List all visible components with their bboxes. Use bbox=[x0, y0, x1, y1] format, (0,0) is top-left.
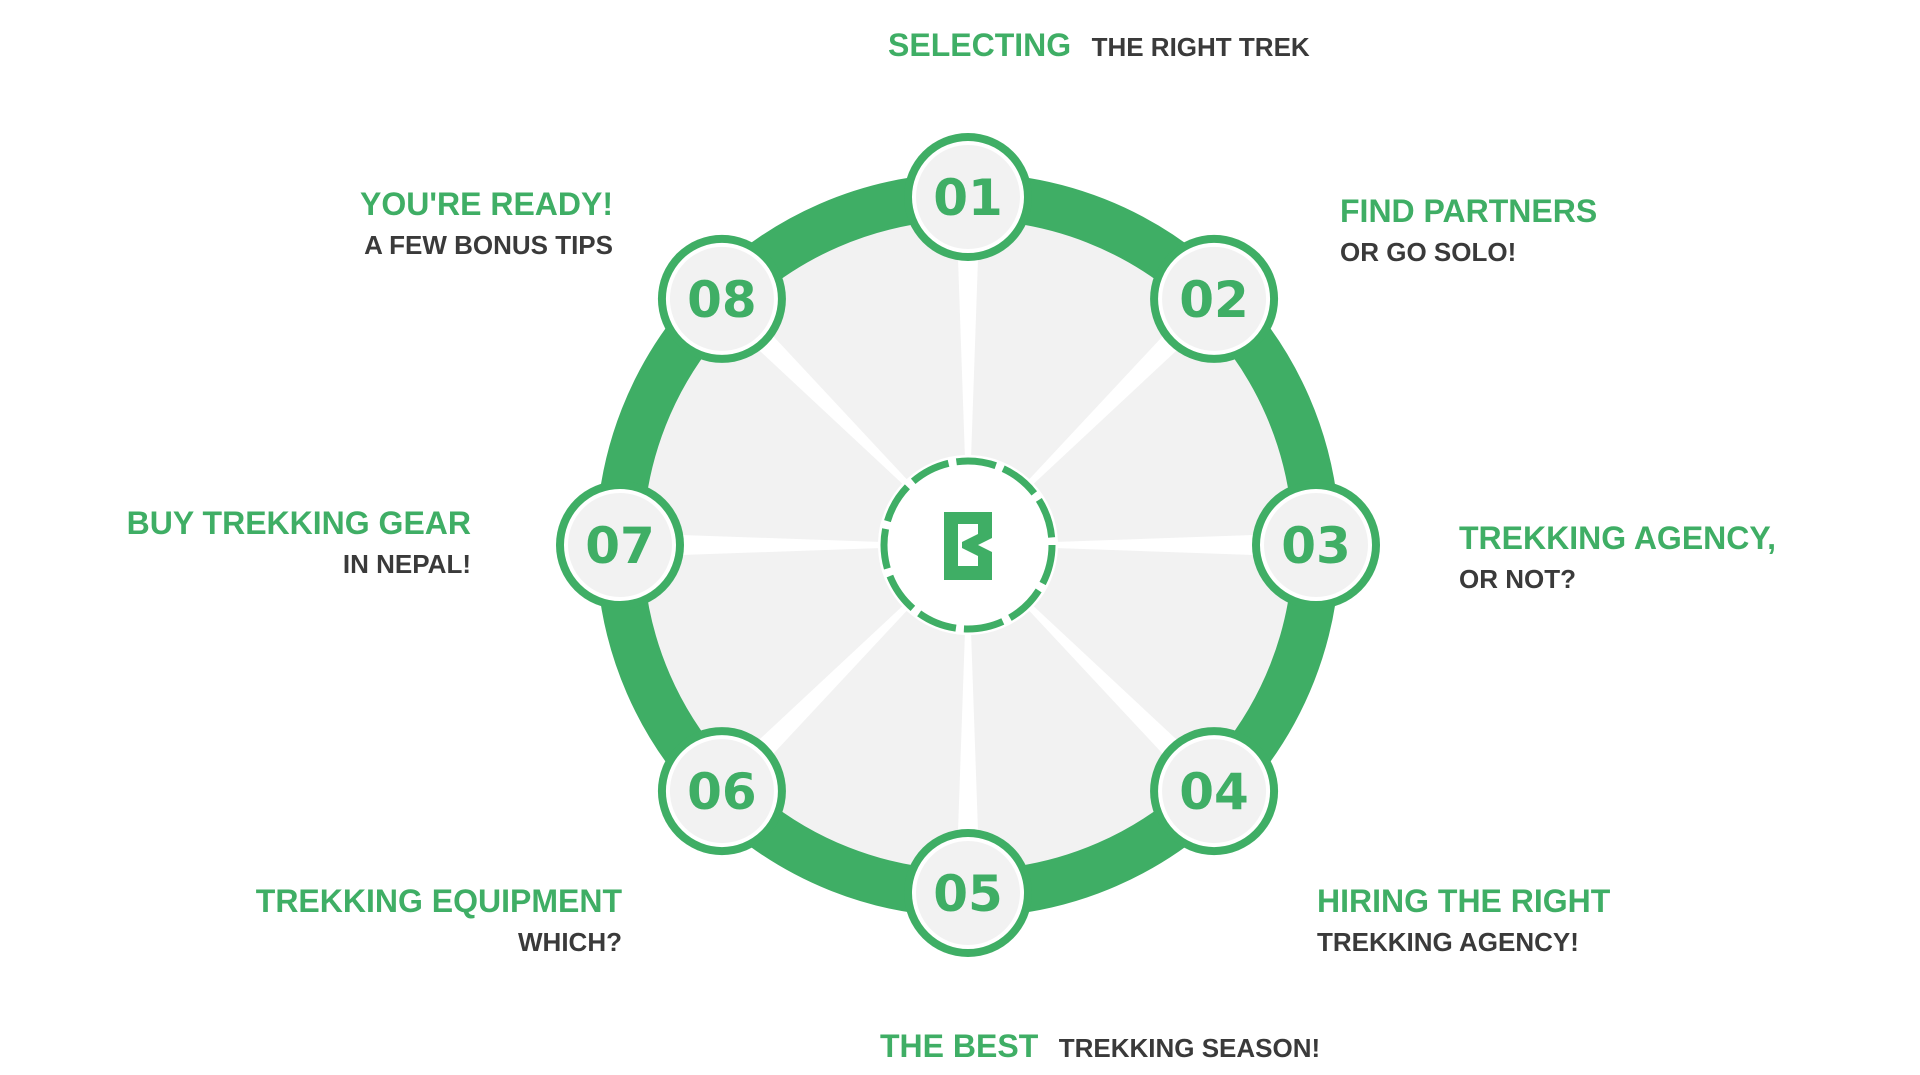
step-3-title: TREKKING AGENCY, bbox=[1459, 520, 1777, 556]
ring-arrow bbox=[1212, 567, 1340, 788]
step-7-label: BUY TREKKING GEAR IN NEPAL! bbox=[127, 505, 471, 580]
step-number: 04 bbox=[1179, 763, 1249, 821]
step-8-label: YOU'RE READY! A FEW BONUS TIPS bbox=[360, 186, 613, 261]
ring-arrow bbox=[990, 173, 1211, 301]
step-6-label: TREKKING EQUIPMENT WHICH? bbox=[256, 883, 622, 958]
step-node: 01 bbox=[904, 133, 1032, 261]
step-7-title: BUY TREKKING GEAR bbox=[126, 505, 471, 541]
step-node-face bbox=[665, 735, 778, 848]
step-2-label: FIND PARTNERS OR GO SOLO! bbox=[1340, 193, 1597, 268]
ring-arrow bbox=[596, 302, 724, 523]
step-4-label: HIRING THE RIGHT TREKKING AGENCY! bbox=[1317, 883, 1610, 958]
step-1-label: SELECTING THE RIGHT TREK bbox=[888, 27, 1310, 64]
ring-arrow bbox=[723, 165, 962, 300]
step-4-subtitle: TREKKING AGENCY! bbox=[1317, 926, 1579, 957]
step-node: 06 bbox=[657, 727, 786, 856]
step-number: 06 bbox=[687, 763, 757, 821]
step-node-face bbox=[912, 141, 1024, 253]
ring-arrow bbox=[974, 790, 1213, 925]
step-node-face bbox=[912, 837, 1024, 949]
step-6-subtitle: WHICH? bbox=[518, 926, 622, 957]
step-number: 01 bbox=[933, 169, 1003, 227]
step-3-subtitle: OR NOT? bbox=[1459, 563, 1576, 594]
step-6-title: TREKKING EQUIPMENT bbox=[255, 883, 622, 919]
step-5-subtitle: TREKKING SEASON! bbox=[1058, 1033, 1321, 1063]
step-node: 02 bbox=[1150, 234, 1279, 363]
step-node: 07 bbox=[556, 481, 684, 609]
step-node-face bbox=[564, 489, 676, 601]
step-node-face bbox=[1158, 242, 1271, 355]
ring-arrow bbox=[1213, 300, 1348, 539]
step-number: 05 bbox=[933, 865, 1003, 923]
step-3-label: TREKKING AGENCY, OR NOT? bbox=[1459, 520, 1776, 595]
b-logo-icon bbox=[944, 512, 992, 580]
step-node-face bbox=[665, 242, 778, 355]
step-1-title: SELECTING bbox=[888, 27, 1072, 63]
step-5-title: THE BEST bbox=[880, 1028, 1039, 1064]
step-1-subtitle: THE RIGHT TREK bbox=[1091, 32, 1310, 62]
step-nodes: 01 02 03 04 05 06 07 08 bbox=[556, 133, 1380, 957]
step-number: 08 bbox=[687, 271, 757, 329]
step-node-face bbox=[1158, 735, 1271, 848]
ring-arrow bbox=[725, 789, 946, 917]
step-node: 05 bbox=[904, 829, 1032, 957]
step-8-title: YOU'RE READY! bbox=[360, 186, 613, 222]
step-7-subtitle: IN NEPAL! bbox=[342, 548, 471, 579]
step-number: 02 bbox=[1179, 271, 1249, 329]
step-2-subtitle: OR GO SOLO! bbox=[1340, 236, 1517, 267]
step-8-subtitle: A FEW BONUS TIPS bbox=[364, 229, 613, 260]
step-5-label: THE BEST TREKKING SEASON! bbox=[880, 1028, 1320, 1065]
step-node-face bbox=[1260, 489, 1372, 601]
step-node: 04 bbox=[1150, 727, 1279, 856]
step-node: 03 bbox=[1252, 481, 1380, 609]
step-number: 07 bbox=[585, 517, 655, 575]
ring-arrows bbox=[588, 165, 1348, 925]
center-logo bbox=[880, 457, 1056, 633]
step-2-title: FIND PARTNERS bbox=[1340, 193, 1598, 229]
step-number: 03 bbox=[1281, 517, 1351, 575]
ring-arrow bbox=[588, 551, 723, 790]
step-4-title: HIRING THE RIGHT bbox=[1317, 883, 1611, 919]
step-node: 08 bbox=[657, 234, 786, 363]
